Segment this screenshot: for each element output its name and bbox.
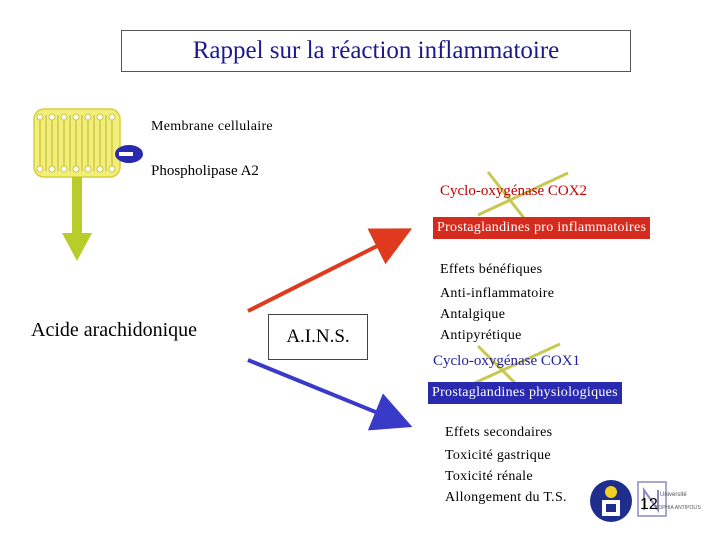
cox1-product-box: Prostaglandines physiologiques	[428, 382, 622, 404]
membrane-label: Membrane cellulaire	[151, 119, 273, 134]
page-title: Rappel sur la réaction inflammatoire	[192, 37, 560, 64]
acide-label: Acide arachidonique	[31, 319, 198, 341]
ains-box: A.I.N.S.	[268, 314, 368, 360]
cox1-effect-2: Toxicité rénale	[445, 469, 533, 484]
ains-label: A.I.N.S.	[286, 326, 350, 347]
university-logo-icon	[590, 480, 632, 522]
phospholipase-label: Phospholipase A2	[151, 163, 259, 179]
logo-text-1: Université	[660, 492, 687, 498]
cox1-label: Cyclo-oxygénase COX1	[433, 353, 581, 369]
cox2-effects-title: Effets bénéfiques	[440, 262, 543, 277]
enzyme-icon	[115, 145, 143, 163]
membrane-illustration	[33, 108, 121, 261]
arrow-to-cox1	[247, 358, 413, 431]
university-wordmark-icon	[637, 481, 667, 517]
cox1-effect-3: Allongement du T.S.	[445, 490, 567, 505]
logo-text-2: SOPHIA ANTIPOLIS	[655, 505, 701, 511]
cross-cox1-line-2	[467, 342, 561, 388]
cross-cox2-line-2	[477, 171, 569, 217]
cox2-product-box: Prostaglandines pro inflammatoires	[433, 217, 651, 239]
cross-cox2-line-1	[486, 171, 526, 219]
cox2-effect-1: Anti-inflammatoire	[440, 286, 555, 301]
cox2-effect-2: Antalgique	[440, 307, 506, 322]
cox1-effects-title: Effets secondaires	[445, 425, 553, 440]
arrow-to-cox2	[247, 228, 413, 313]
cross-cox1-line-1	[476, 344, 518, 386]
cox2-label: Cyclo-oxygénase COX2	[440, 183, 588, 199]
title-box: Rappel sur la réaction inflammatoire	[121, 30, 631, 72]
cox1-effect-1: Toxicité gastrique	[445, 448, 551, 463]
cox2-effect-3: Antipyrétique	[440, 328, 522, 343]
page-number: 12	[640, 496, 658, 513]
